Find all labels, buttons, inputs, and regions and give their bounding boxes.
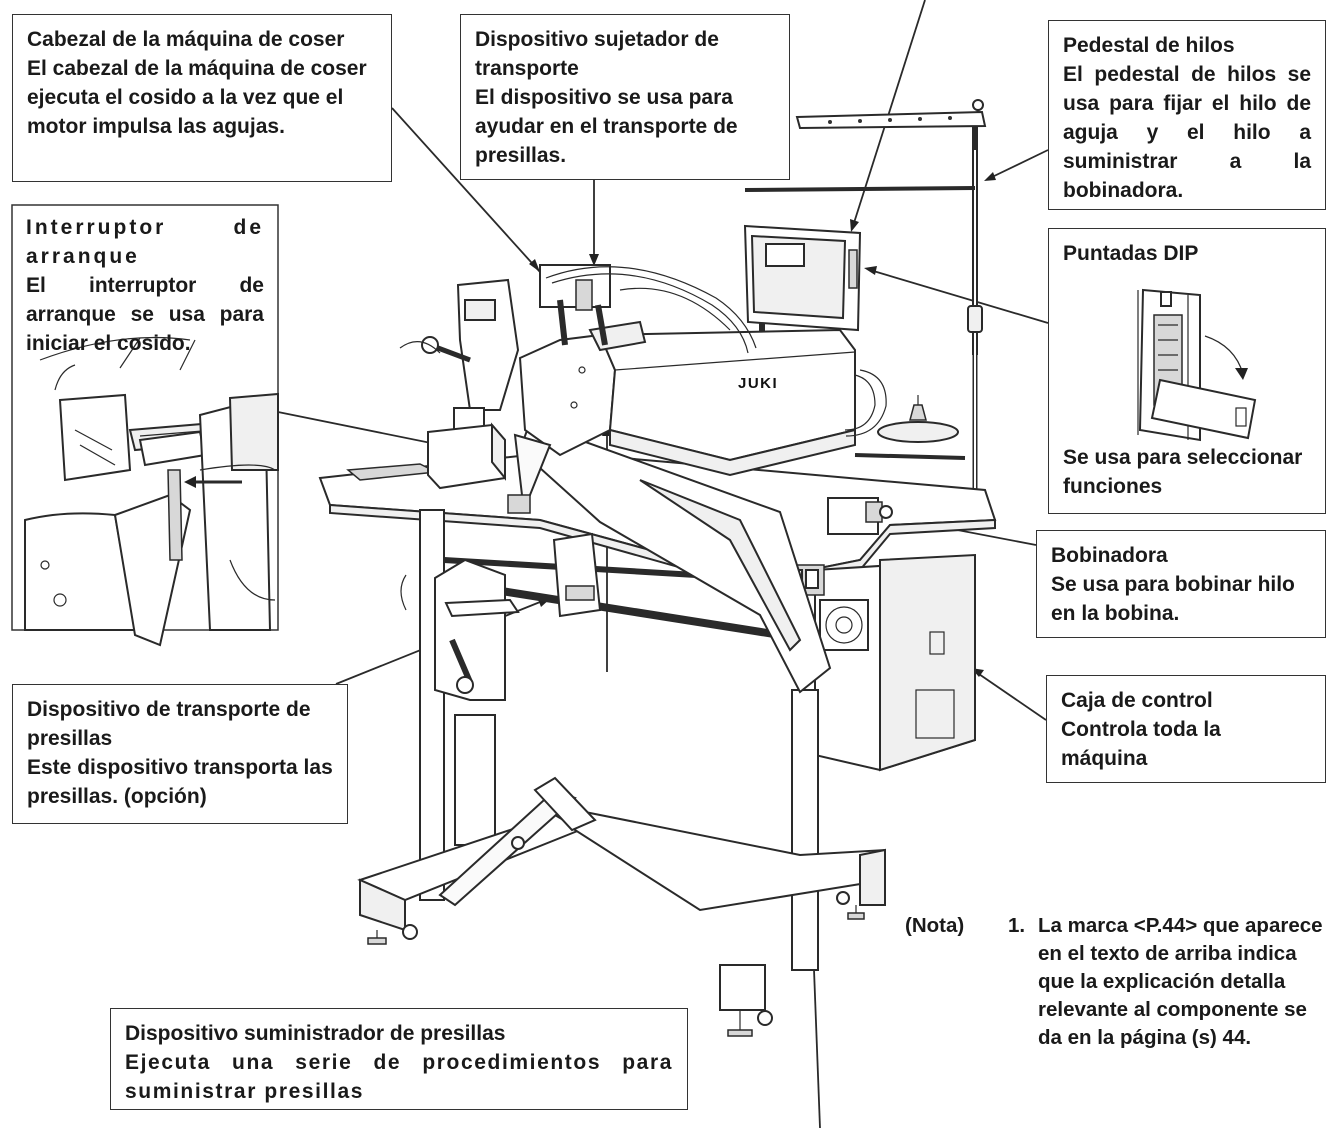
callout-pedestal-text: El pedestal de hilos se usa para fijar e… xyxy=(1063,63,1311,202)
callout-sujetador: Dispositivo sujetador de transporte El d… xyxy=(460,14,790,180)
callout-bobinadora-title: Bobinadora xyxy=(1051,544,1168,567)
sewing-machine xyxy=(318,99,997,1037)
callout-cabezal-title: Cabezal de la máquina de coser xyxy=(27,28,345,51)
note-text: La marca <P.44> que aparece en el texto … xyxy=(1038,914,1323,1049)
callout-caja-text: Controla toda la máquina xyxy=(1061,718,1221,770)
callout-dip-text: Se usa para seleccionar funciones xyxy=(1063,446,1303,498)
callout-pedestal-title: Pedestal de hilos xyxy=(1063,34,1235,57)
callout-bobinadora: Bobinadora Se usa para bobinar hilo en l… xyxy=(1036,530,1326,638)
callout-suministrador-text: Ejecuta una serie de procedimientos para… xyxy=(125,1051,673,1103)
callout-interruptor-title: Interruptor de arranque xyxy=(26,216,264,268)
callout-sujetador-text: El dispositivo se usa para ayudar en el … xyxy=(475,86,738,167)
callout-dip-title: Puntadas DIP xyxy=(1063,242,1199,265)
callout-suministrador: Dispositivo suministrador de presillas E… xyxy=(110,1008,688,1110)
callout-transporte: Dispositivo de transporte de presillas E… xyxy=(12,684,348,824)
callout-cabezal-text: El cabezal de la máquina de coser ejecut… xyxy=(27,57,367,138)
callout-pedestal: Pedestal de hilos El pedestal de hilos s… xyxy=(1048,20,1326,210)
juki-brand: JUKI xyxy=(738,375,778,392)
note-prefix: (Nota) xyxy=(905,914,965,937)
note-number: 1. xyxy=(1008,914,1026,937)
callout-cabezal: Cabezal de la máquina de coser El cabeza… xyxy=(12,14,392,182)
callout-caja-title: Caja de control xyxy=(1061,689,1213,712)
start-switch-inset-drawing xyxy=(24,336,279,647)
callout-interruptor-text: El interruptor de arranque se usa para i… xyxy=(26,274,264,355)
dip-switch-drawing xyxy=(1137,288,1257,442)
callout-bobinadora-text: Se usa para bobinar hilo en la bobina. xyxy=(1051,573,1295,625)
callout-interruptor: Interruptor de arranque El interruptor d… xyxy=(12,205,278,371)
callout-caja: Caja de control Controla toda la máquina xyxy=(1046,675,1326,783)
note: (Nota) 1. La marca <P.44> que aparece en… xyxy=(905,912,1325,1052)
callout-suministrador-title: Dispositivo suministrador de presillas xyxy=(125,1022,506,1045)
callout-dip: Puntadas DIP Se usa para seleccionar fun… xyxy=(1048,228,1326,514)
callout-transporte-title: Dispositivo de transporte de presillas xyxy=(27,698,311,750)
callout-sujetador-title: Dispositivo sujetador de transporte xyxy=(475,28,719,80)
callout-transporte-text: Este dispositivo transporta las presilla… xyxy=(27,756,333,808)
